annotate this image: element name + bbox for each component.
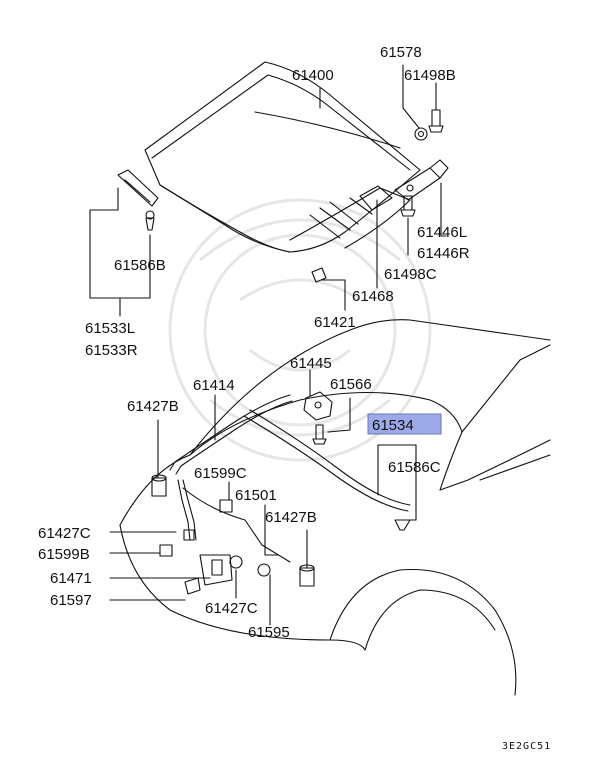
- release-cable: [169, 394, 411, 563]
- bolt-icon: [428, 109, 444, 133]
- highlight-box: [367, 413, 442, 435]
- hood-stay-icon: [117, 169, 159, 207]
- part-label-61421: 61421: [314, 314, 356, 331]
- clip-icon: [159, 544, 173, 557]
- part-label-61533r: 61533R: [85, 342, 138, 359]
- part-label-61446l: 61446L: [417, 224, 467, 241]
- clip-icon: [145, 210, 155, 231]
- nut-icon: [414, 127, 428, 141]
- part-label-61427c-b: 61427C: [205, 600, 258, 617]
- part-label-61578: 61578: [380, 44, 422, 61]
- bumper-icon: [151, 474, 167, 497]
- part-label-61446r: 61446R: [417, 245, 470, 262]
- bolt-icon: [184, 577, 201, 595]
- striker-icon: [199, 554, 233, 586]
- part-label-61427b-b: 61427B: [265, 509, 317, 526]
- vehicle-body: [119, 319, 551, 696]
- part-label-61414: 61414: [193, 377, 235, 394]
- part-label-61427b-a: 61427B: [127, 398, 179, 415]
- part-label-61566: 61566: [330, 376, 372, 393]
- part-label-61599b: 61599B: [38, 546, 90, 563]
- bolt-icon: [400, 195, 416, 217]
- hood-panel: [144, 61, 421, 253]
- diagram-code: 3E2GC51: [502, 741, 551, 752]
- leader-lines-top: [89, 64, 447, 317]
- part-label-61595: 61595: [248, 624, 290, 641]
- clip-icon: [311, 267, 327, 283]
- part-label-61498b: 61498B: [404, 67, 456, 84]
- clip-icon: [183, 529, 195, 541]
- part-label-61498c: 61498C: [384, 266, 437, 283]
- part-label-61445: 61445: [290, 355, 332, 372]
- part-label-61427c-a: 61427C: [38, 525, 91, 542]
- part-label-61586b: 61586B: [114, 257, 166, 274]
- part-label-61599c: 61599C: [194, 465, 247, 482]
- part-label-61471: 61471: [50, 570, 92, 587]
- part-label-61533l: 61533L: [85, 320, 135, 337]
- hood-hinge-icon: [394, 159, 449, 201]
- clip-icon: [257, 563, 271, 577]
- part-label-61597: 61597: [50, 592, 92, 609]
- part-label-61468: 61468: [352, 288, 394, 305]
- clip-icon: [394, 519, 411, 531]
- part-label-61534: 61534: [372, 417, 414, 434]
- part-label-61501: 61501: [235, 487, 277, 504]
- leader-lines-bottom: [109, 369, 417, 626]
- clip-icon: [219, 499, 233, 513]
- part-label-61586c: 61586C: [388, 459, 441, 476]
- bumper-icon: [229, 555, 243, 569]
- latch-bracket-icon: [303, 391, 333, 421]
- part-label-61400: 61400: [292, 67, 334, 84]
- bolt-icon: [312, 424, 327, 445]
